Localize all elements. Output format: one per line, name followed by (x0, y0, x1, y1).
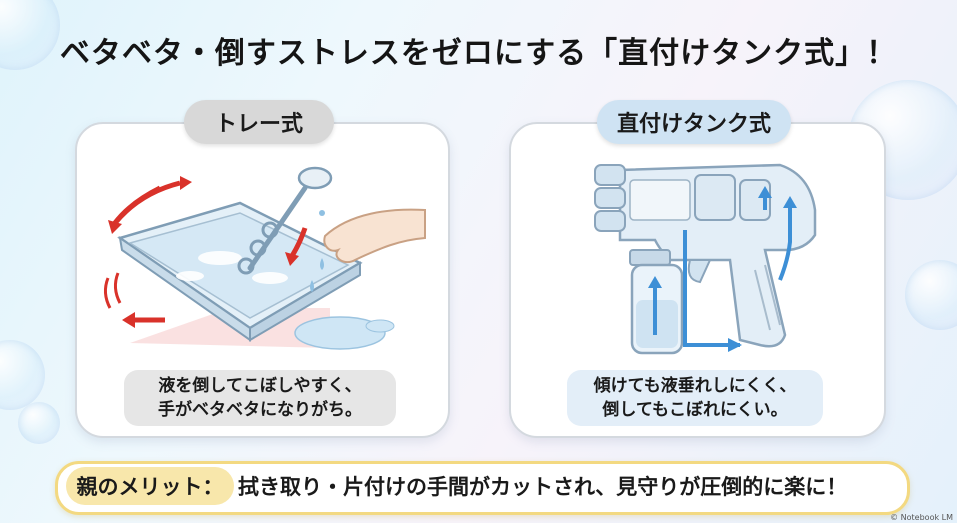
tray-type-label: トレー式 (184, 100, 334, 144)
credit-text: © Notebook LM (890, 513, 953, 522)
page-title: ベタベタ・倒すストレスをゼロにする「直付けタンク式」！ (59, 36, 898, 71)
tray-spill-illustration (103, 166, 426, 350)
caption-line: 手がベタベタになりがち。 (158, 400, 362, 420)
direct-tank-label: 直付けタンク式 (597, 100, 791, 144)
bubble-decoration (18, 402, 60, 444)
merit-text: 拭き取り・片付けの手間がカットされ、見守りが圧倒的に楽に！ (238, 475, 848, 499)
merit-label: 親のメリット： (66, 467, 234, 505)
tray-type-caption: 液を倒してこぼしやすく、 手がベタベタになりがち。 (124, 370, 396, 426)
caption-line: 倒してもこぼれにくい。 (602, 400, 788, 420)
direct-tank-caption: 傾けても液垂れしにくく、 倒してもこぼれにくい。 (567, 370, 823, 426)
bubble-decoration (0, 340, 45, 410)
caption-line: 傾けても液垂れしにくく、 (593, 376, 797, 396)
caption-line: 液を倒してこぼしやすく、 (158, 376, 362, 396)
bubble-gun-illustration (594, 163, 817, 355)
bubble-decoration (905, 260, 957, 330)
